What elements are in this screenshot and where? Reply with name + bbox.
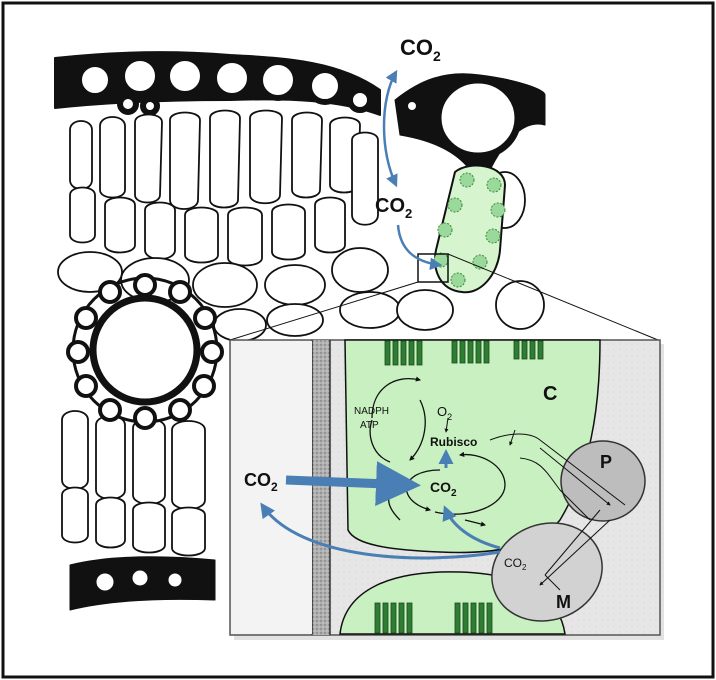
o2-label: O2 — [437, 404, 452, 422]
zoom-guides — [229, 253, 659, 341]
mesophyll-cells — [57, 109, 545, 557]
co2-mito-to-chloroplast-arrow — [442, 505, 501, 550]
nadph-label: NADPH — [354, 406, 389, 417]
mitochondrion-letter: M — [556, 592, 571, 612]
thylakoid-stack-3 — [513, 340, 544, 360]
co2-label-mid: CO2 — [375, 195, 412, 221]
atp-label: ATP — [360, 420, 379, 431]
thylakoid-stacks — [374, 340, 544, 634]
mesophyll-green-cell — [434, 164, 506, 294]
calvin-cycle-arrows — [369, 376, 626, 591]
inset-panel: NADPH ATP O2 Rubisco CO2 CO2 CO2 C P M — [229, 339, 664, 640]
leaf-co2-arrows — [382, 69, 443, 271]
chloroplast-letter: C — [543, 383, 557, 405]
inset-co2-arrows — [260, 449, 501, 560]
vascular-bundle — [66, 273, 224, 430]
rubisco-label: Rubisco — [430, 435, 477, 449]
thylakoid-stack-2 — [451, 340, 490, 364]
zoom-source-box — [417, 253, 449, 283]
co2-mitochondrion-label: CO2 — [504, 556, 527, 572]
epidermis-cells — [76, 55, 373, 116]
co2-mito-to-outside-arrow — [260, 502, 501, 560]
peroxisome — [560, 440, 646, 522]
co2-diffusion-arrow — [285, 461, 421, 507]
co2-to-chloroplast-arrow — [396, 224, 443, 271]
leaf-cross-section — [54, 51, 546, 611]
co2-label-top: CO2 — [400, 35, 441, 64]
large-epidermal-cell — [434, 76, 522, 160]
thylakoid-stack-1 — [384, 340, 423, 366]
co2-exchange-arrow — [382, 69, 398, 188]
thylakoid-stack-lower — [374, 602, 493, 634]
cell-wall — [312, 340, 330, 635]
co2-chloroplast-label: CO2 — [430, 479, 457, 499]
peroxisome-letter: P — [600, 452, 612, 472]
co2-outside-label: CO2 — [244, 470, 278, 494]
